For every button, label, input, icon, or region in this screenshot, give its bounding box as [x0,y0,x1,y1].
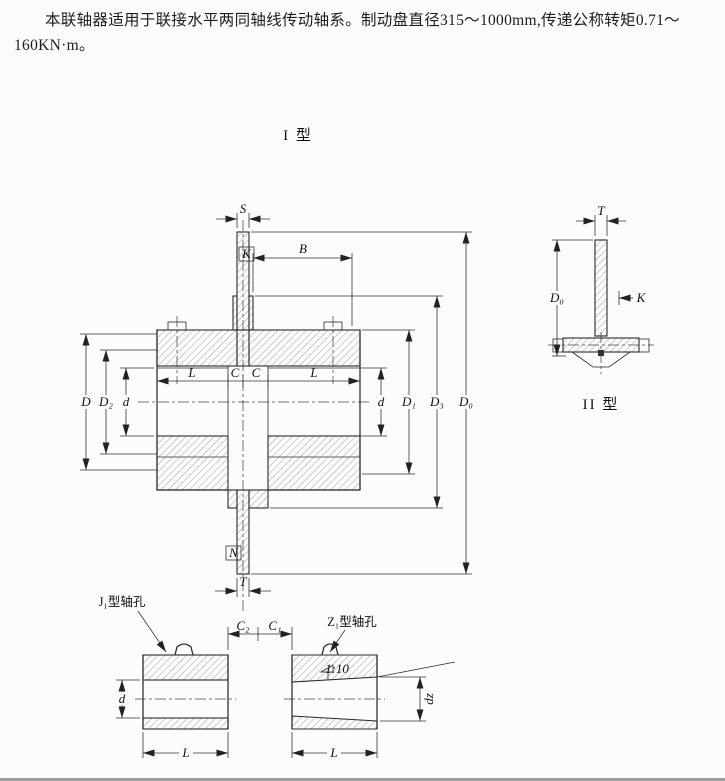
left-flange-section [156,329,238,367]
disc-collar-right [248,295,254,331]
dim-label-d1: D₁ [401,394,416,409]
z1-dim-label-dz: dz [421,693,436,705]
j1-dim-label-l: L [181,745,189,760]
type2-key-block [598,350,604,356]
dim-label-s: S [240,201,247,216]
j1-top-wall-section [142,654,229,681]
dim-label-d3: D₃ [429,394,444,409]
type2-disc-section [594,239,608,337]
type2-dim-label-d0: D₀ [549,290,564,305]
j1-bottom-wall-section [142,717,229,730]
left-hub-section [156,435,229,491]
dim-label-b: B [299,241,307,256]
disc-clamped-section [236,329,250,367]
brake-disc-bottom-section [236,489,250,575]
right-bolt-head [323,321,343,331]
taper-symbol [319,664,334,673]
dim-label-d-left: d [123,394,130,409]
dim-label-d2: D₂ [98,394,113,409]
dim-label-d0: D₀ [458,394,473,409]
z1-boss [321,643,339,656]
intro-line-1: 本联轴器适用于联接水平两同轴线传动轴系。制动盘直径315～1000mm,传递公称… [45,12,680,29]
type2-left-bolt [552,338,564,353]
dim-label-c2: C₂ [236,618,250,633]
j1-hole-label: J₁型轴孔 [99,594,146,609]
n-reference-box [225,545,242,561]
type1-title: I 型 [283,127,313,144]
z1-hole-label: Z₁型轴孔 [327,614,377,629]
j1-detail: J₁型轴孔 d L [99,594,236,760]
j1-boss [174,643,194,656]
main-view-dimensions: S K B L C C L d D₂ D [78,201,477,597]
left-bolt-head [167,321,187,331]
j1-dim-label-d: d [119,691,126,706]
dim-label-c-left: C [231,365,240,380]
dim-label-c1: C₁ [268,618,281,633]
right-hub-section [267,435,361,491]
dim-label-n: N [228,545,239,560]
type2-cone [571,351,631,368]
bottom-collar-left [227,489,238,509]
dim-label-l-right: L [309,365,317,380]
type2-title: II 型 [583,396,620,413]
taper-construction-line [376,661,456,678]
z1-dim-label-l: L [329,745,337,760]
dim-label-c-right: C [252,365,261,380]
z1-detail: Z₁型轴孔 1:10 dz L [284,614,456,760]
main-view [138,220,372,612]
dim-label-d-cap: D [80,394,91,409]
bottom-collar-right [248,489,269,509]
dim-label-t: T [239,574,247,589]
dim-label-d-right: d [378,394,385,409]
disc-collar-left [232,295,238,331]
z1-leader [329,629,346,653]
intro-line-2: 160KN·m。 [14,37,95,54]
j1-leader [137,610,167,653]
c2-c1-dimensions: C₂ C₁ [227,618,293,650]
k-reference-box [238,246,255,262]
intro-text: 本联轴器适用于联接水平两同轴线传动轴系。制动盘直径315～1000mm,传递公称… [14,8,713,58]
type2-flange-bar [562,337,640,353]
type2-dim-label-k: K [636,290,647,305]
taper-label: 1:10 [325,661,349,676]
dim-label-k: K [241,246,252,261]
type2-right-bolt [638,338,650,353]
type2-dim-label-t: T [597,203,605,218]
type2-view: T K D₀ II 型 [546,203,654,413]
page-bottom-edge [0,778,725,781]
dim-label-l-left: L [187,365,195,380]
right-flange-section [248,329,361,367]
z1-bottom-wall-section [291,715,378,730]
